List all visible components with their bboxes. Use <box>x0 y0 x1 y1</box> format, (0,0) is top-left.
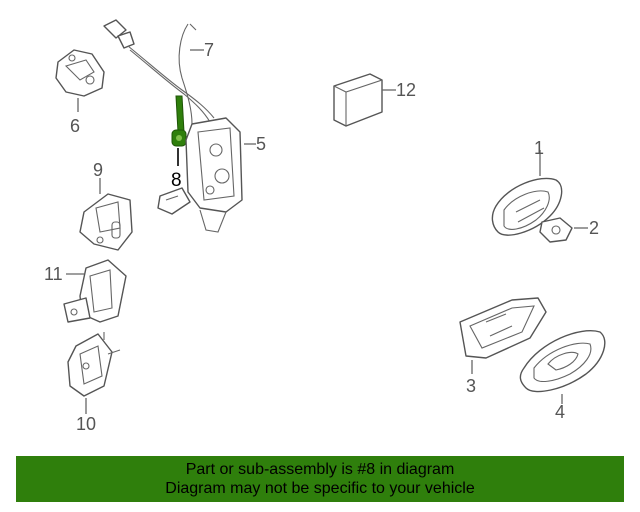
info-banner: Part or sub-assembly is #8 in diagram Di… <box>16 456 624 502</box>
callout-9[interactable]: 9 <box>93 160 103 180</box>
callout-3[interactable]: 3 <box>466 376 476 396</box>
part-2-clip[interactable] <box>539 217 573 243</box>
cable-assembly <box>103 19 215 123</box>
callout-10[interactable]: 10 <box>76 414 96 434</box>
part-7-rod[interactable] <box>178 23 197 125</box>
part-12-module[interactable] <box>333 73 383 127</box>
callout-8[interactable]: 8 <box>171 170 182 191</box>
part-11-handle-bracket[interactable] <box>63 259 127 323</box>
callout-12[interactable]: 12 <box>396 80 416 100</box>
banner-line-2: Diagram may not be specific to your vehi… <box>165 480 475 497</box>
part-9-bracket[interactable] <box>79 193 133 251</box>
callout-6[interactable]: 6 <box>70 116 80 136</box>
part-4-handle-bezel[interactable] <box>519 330 606 393</box>
part-6-striker[interactable] <box>55 49 105 97</box>
part-10-hinge[interactable] <box>67 332 121 397</box>
part-8-highlighted[interactable] <box>171 95 187 147</box>
callout-1[interactable]: 1 <box>534 138 544 158</box>
part-5-latch[interactable] <box>157 117 243 233</box>
banner-line-1: Part or sub-assembly is #8 in diagram <box>185 461 455 478</box>
callout-4[interactable]: 4 <box>555 402 565 422</box>
part-3-handle-housing[interactable] <box>459 297 547 359</box>
callout-5[interactable]: 5 <box>256 134 266 154</box>
part-1-inside-handle[interactable] <box>491 177 563 236</box>
callout-2[interactable]: 2 <box>589 218 599 238</box>
callout-11[interactable]: 11 <box>44 264 63 284</box>
callout-7[interactable]: 7 <box>204 40 214 60</box>
